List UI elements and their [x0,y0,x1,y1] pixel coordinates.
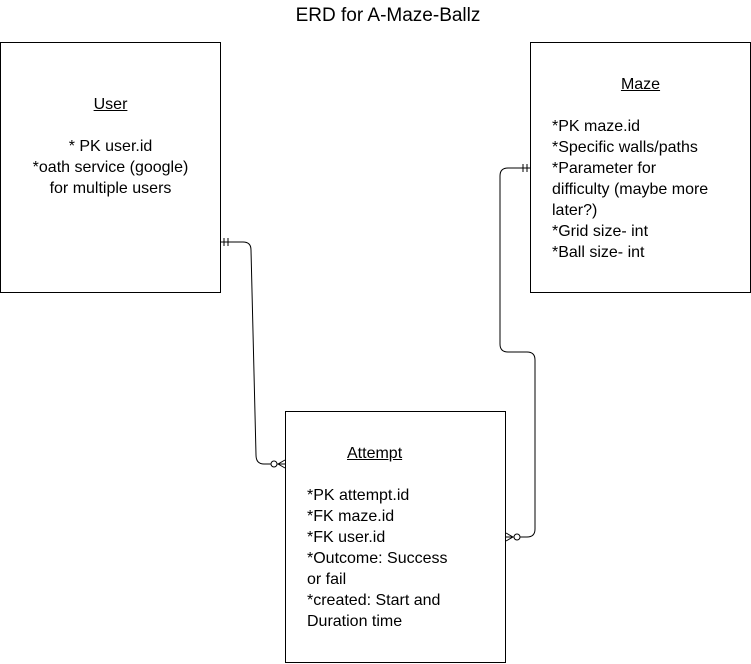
maze-attributes: *PK maze.id *Specific walls/paths *Param… [531,116,750,263]
maze-entity-name: Maze [620,76,661,93]
zero-circle-icon [270,460,278,468]
user-attribute: * PK user.id [68,138,153,155]
crow-foot-icon [505,536,514,542]
crow-foot-icon [505,532,514,538]
attempt-attribute: *FK maze.id [307,508,395,525]
user-attribute: *oath service (google) [32,159,189,176]
diagram-title: ERD for A-Maze-Ballz [295,5,481,26]
user-attributes: * PK user.id *oath service (google) for … [1,136,220,199]
maze-attribute: difficulty (maybe more [552,181,709,198]
attempt-attribute: *PK attempt.id [307,487,410,504]
maze-attribute: *Specific walls/paths [552,139,698,156]
attempt-attribute: *created: Start and [307,592,441,609]
crow-foot-icon [277,463,286,469]
user-attempt-connector-line [221,241,285,465]
user-entity[interactable]: User * PK user.id *oath service (google)… [0,42,221,293]
attempt-attribute: *FK user.id [307,529,386,546]
attempt-attribute: or fail [307,571,347,588]
user-attribute: for multiple users [49,180,172,197]
attempt-entity[interactable]: Attempt *PK attempt.id *FK maze.id *FK u… [285,411,506,663]
maze-attempt-connector-line [499,167,536,538]
user-attempt-relationship[interactable] [221,238,286,469]
attempt-attribute: *Outcome: Success [307,550,448,567]
maze-entity[interactable]: Maze *PK maze.id *Specific walls/paths *… [530,42,751,293]
user-entity-name: User [93,96,128,113]
maze-attribute: later?) [552,202,598,219]
attempt-attributes: *PK attempt.id *FK maze.id *FK user.id *… [286,485,505,632]
crow-foot-icon [277,459,286,465]
maze-attribute: *Ball size- int [552,244,645,261]
zero-circle-icon [513,533,521,541]
attempt-entity-name: Attempt [347,445,403,462]
maze-attribute: *PK maze.id [552,118,641,135]
maze-attempt-relationship[interactable] [499,164,536,542]
maze-attribute: *Parameter for [552,160,657,177]
attempt-attribute: Duration time [307,613,403,630]
maze-attribute: *Grid size- int [552,223,649,240]
